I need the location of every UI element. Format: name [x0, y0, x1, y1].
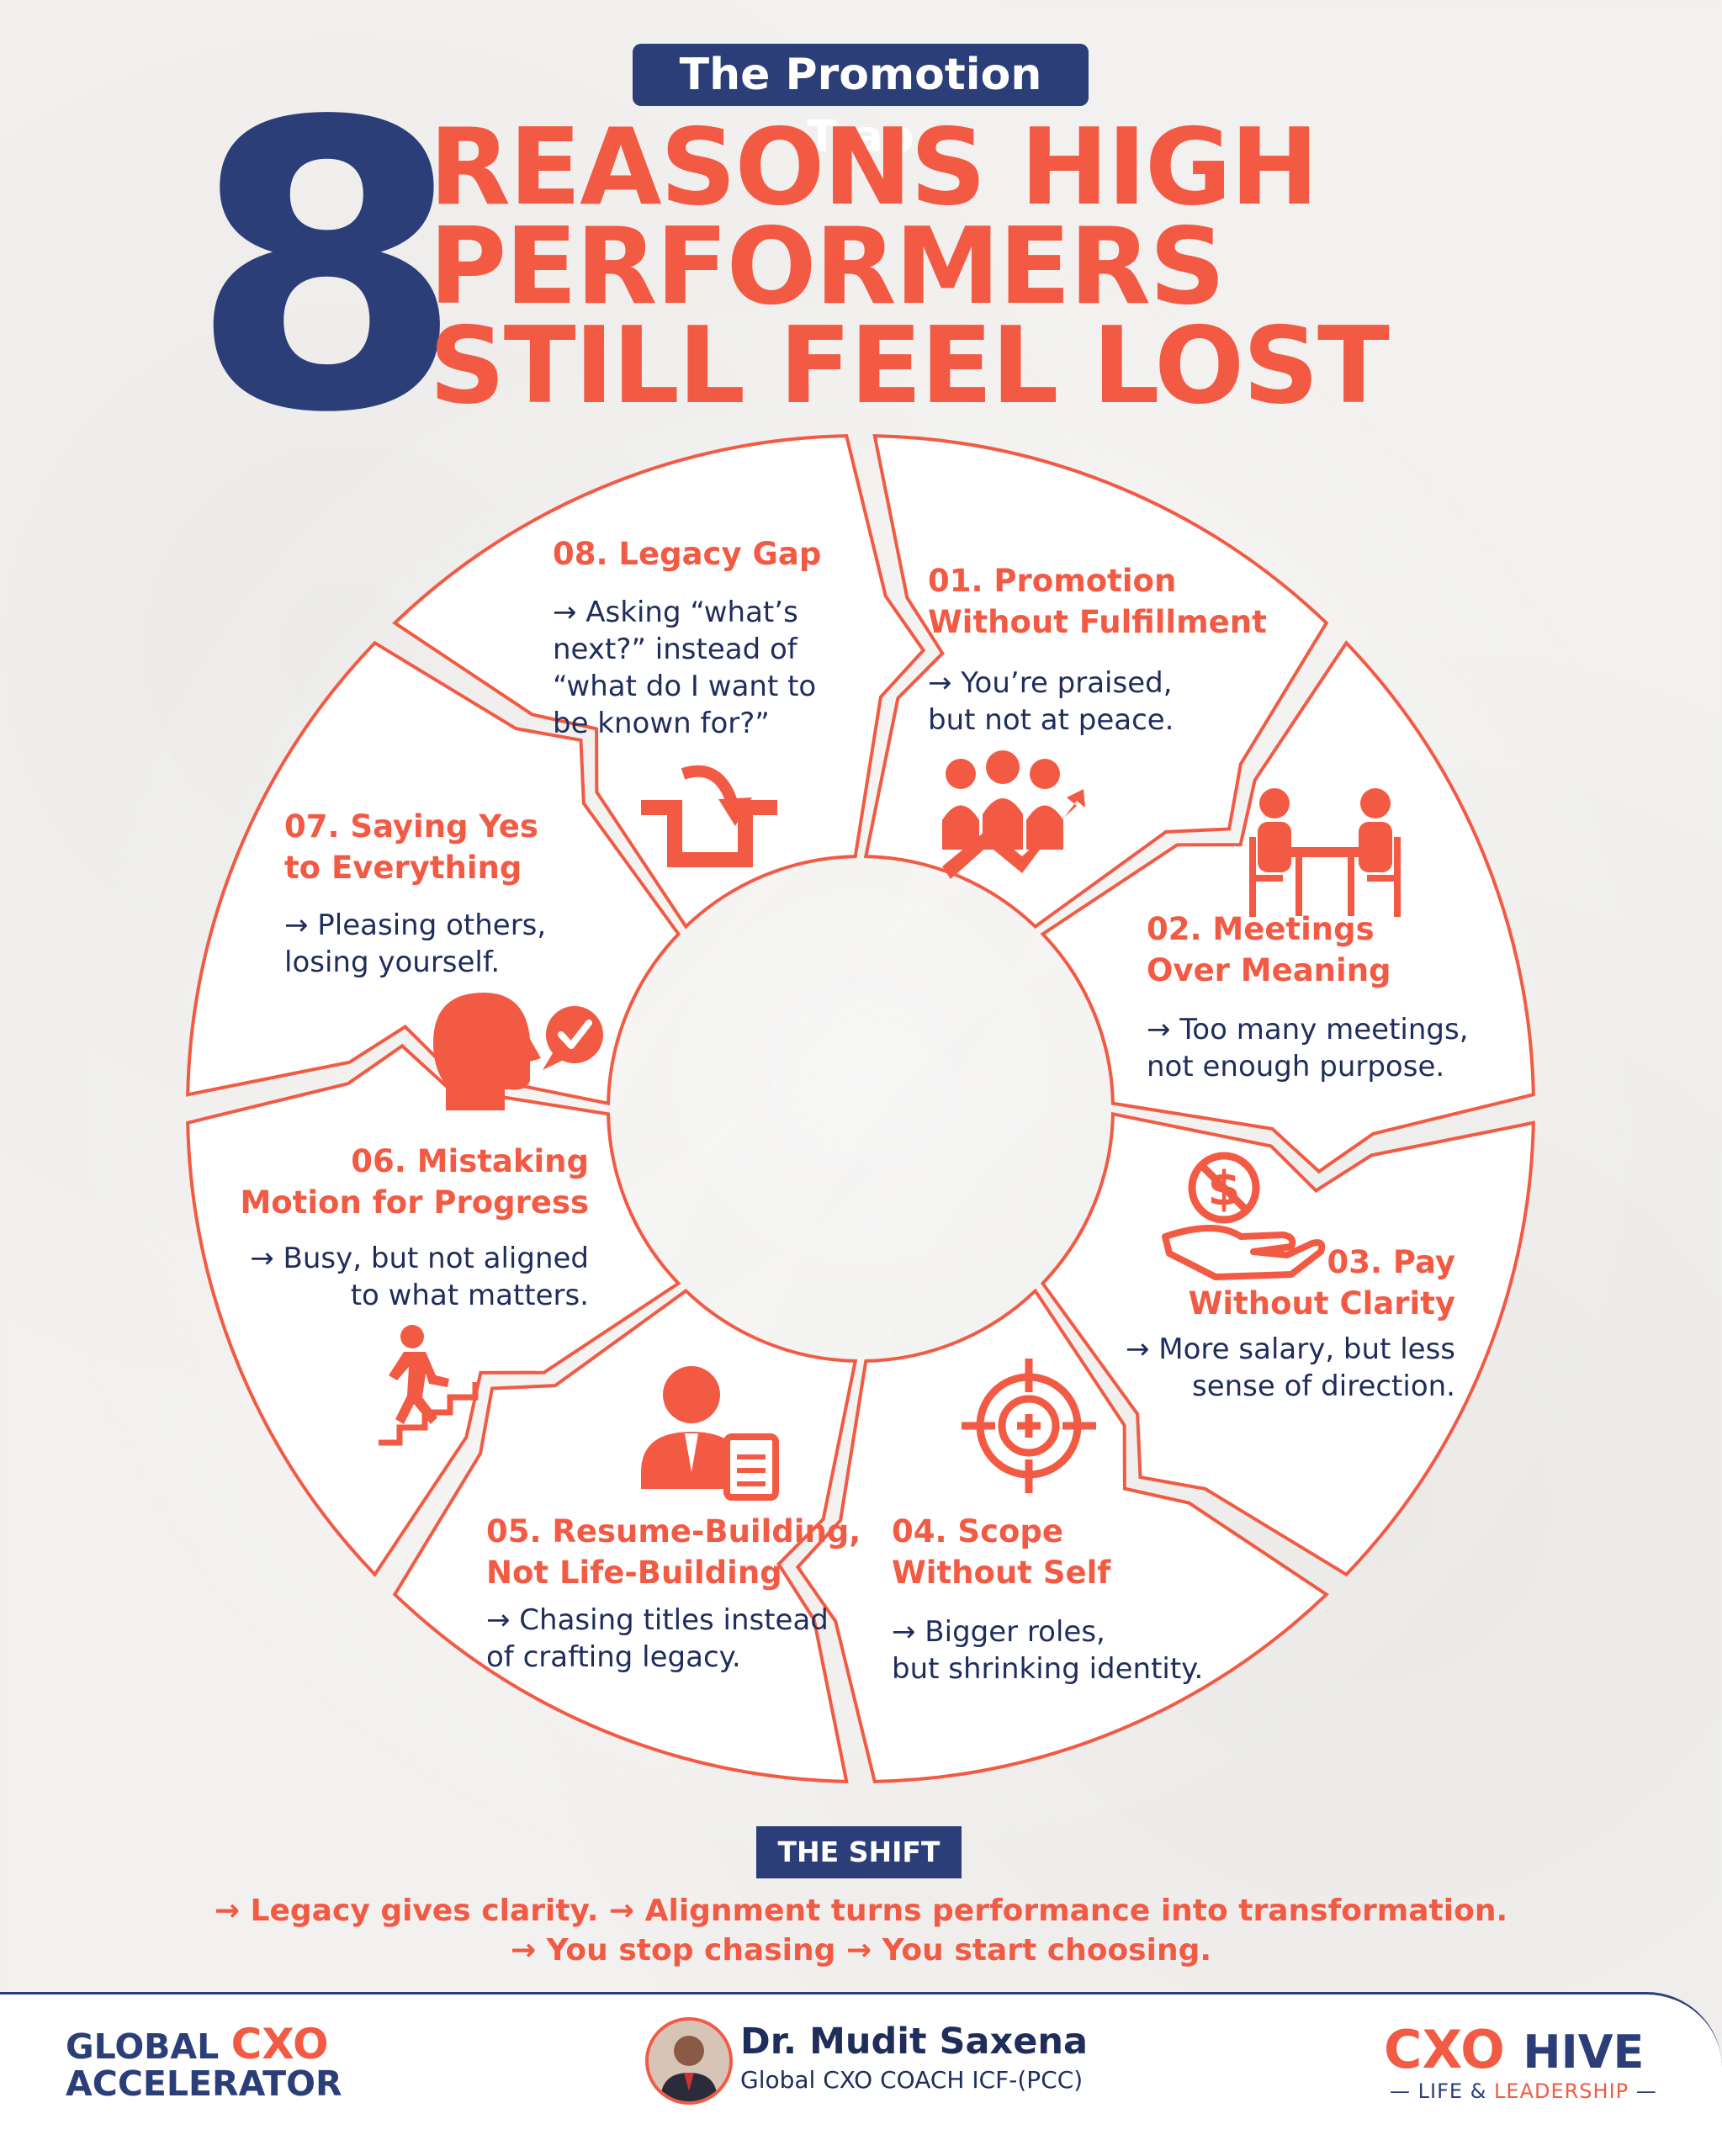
wheel-segment-1: [863, 434, 1329, 930]
cxo-hive-logo: CXO HIVE: [1384, 2019, 1645, 2080]
target-crosshair-icon: [962, 1359, 1096, 1493]
headline-line-3: STILL FEEL LOST: [429, 304, 1390, 427]
eyebrow-badge: The Promotion Trap: [633, 44, 1089, 162]
coach-title: Global CXO COACH ICF-(PCC): [740, 2066, 1084, 2094]
segment-8-title: 08. Legacy Gap: [553, 536, 822, 572]
wheel-segment-3: [1040, 1111, 1535, 1577]
footer-bar: [0, 1992, 1722, 2156]
coach-name: Dr. Mudit Saxena: [740, 2021, 1089, 2063]
person-resume-icon: [641, 1366, 779, 1501]
wheel-segment-2: [1040, 640, 1535, 1174]
wheel-segment-5: [392, 1288, 858, 1783]
shift-line-2: → You stop chasing → You start choosing.: [510, 1933, 1212, 1968]
segment-7-desc: → Pleasing others,losing yourself.: [284, 908, 547, 979]
headline-line-1: REASONS HIGH: [429, 105, 1319, 229]
segment-1-desc: → You’re praised,but not at peace.: [928, 666, 1174, 737]
segment-4-desc: → Bigger roles,but shrinking identity.: [892, 1615, 1204, 1686]
shift-badge: THE SHIFT: [756, 1826, 962, 1878]
person-climbing-stairs-icon: [379, 1325, 479, 1446]
head-checkmark-icon: [433, 993, 603, 1110]
curved-arrow-icon: [641, 765, 777, 867]
coach-avatar: [645, 2017, 733, 2105]
wheel-segment-7: [186, 640, 681, 1106]
wheel-segment-6: [186, 1043, 681, 1577]
headline-line-2: PERFORMERS: [429, 204, 1226, 328]
global-cxo-accelerator-logo: GLOBAL CXO ACCELERATOR: [66, 2020, 342, 2104]
meeting-table-icon: [1249, 788, 1401, 917]
cxo-hive-tagline: — LIFE & LEADERSHIP —: [1390, 2079, 1657, 2103]
big-number: 8: [189, 39, 464, 499]
wheel-segments: [186, 434, 1535, 1783]
wheel-segment-4: [795, 1288, 1329, 1783]
team-growth-icon: [942, 750, 1085, 879]
wheel-segment-8: [392, 434, 926, 930]
shift-line-1: → Legacy gives clarity. → Alignment turn…: [214, 1894, 1508, 1928]
no-money-hand-icon: $: [1162, 1152, 1326, 1280]
segment-5-title: 05. Resume-Building,Not Life-Building: [486, 1513, 861, 1591]
segment-2-desc: → Too many meetings,not enough purpose.: [1147, 1013, 1469, 1083]
